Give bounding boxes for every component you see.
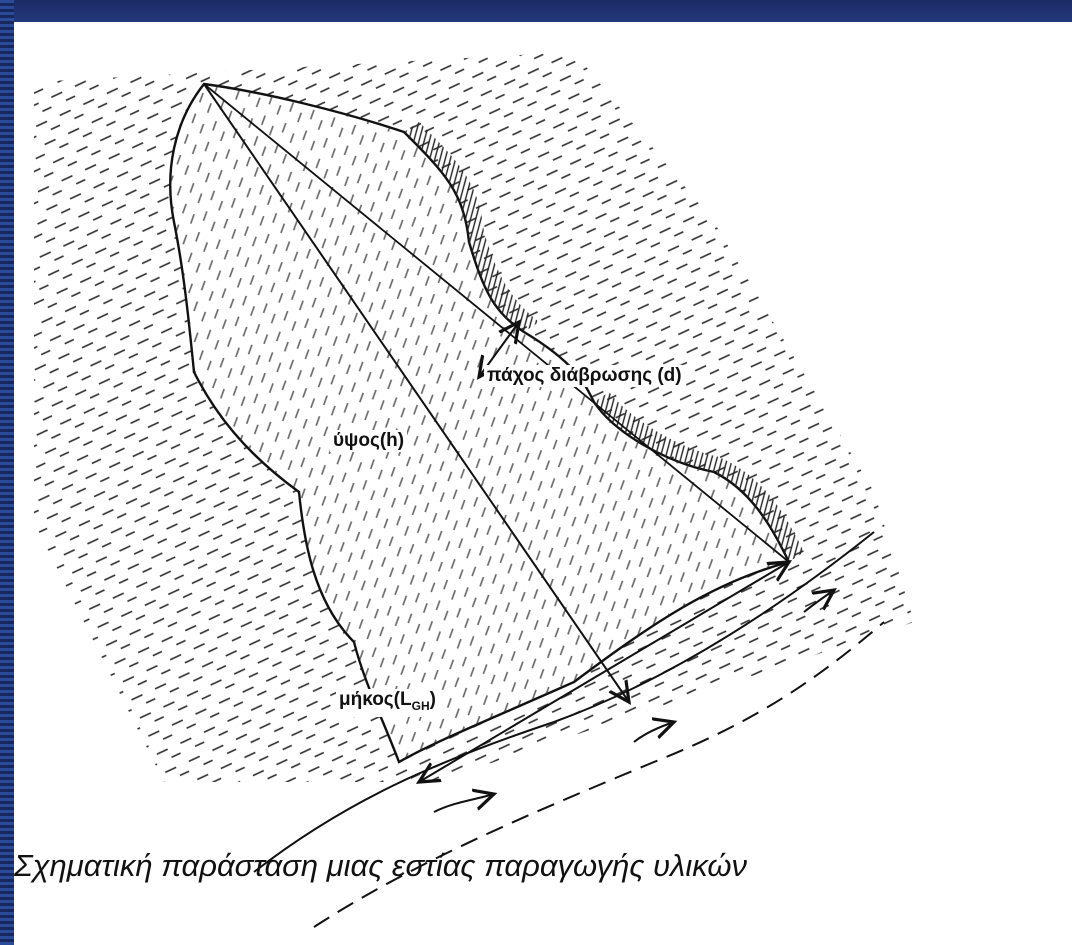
thickness-label: πάχος διάβρωσης (d) xyxy=(484,365,685,387)
top-bar xyxy=(0,0,1072,22)
figure-sheet: πάχος διάβρωσης (d) ύψος(h) μήκος(LGH) xyxy=(14,22,1072,945)
left-stripe xyxy=(0,0,14,945)
length-label-prefix: μήκος(L xyxy=(339,689,412,710)
landslide-diagram xyxy=(14,22,1072,945)
flow-arrow-2 xyxy=(634,722,674,742)
height-label: ύψος(h) xyxy=(330,430,407,452)
flow-arrow-1 xyxy=(434,794,494,812)
length-label-suffix: ) xyxy=(430,689,436,710)
length-label: μήκος(LGH) xyxy=(336,689,439,717)
figure-caption: Σχηματική παράσταση μιας εστίας παραγωγή… xyxy=(14,848,1072,884)
length-label-subscript: GH xyxy=(412,699,430,713)
